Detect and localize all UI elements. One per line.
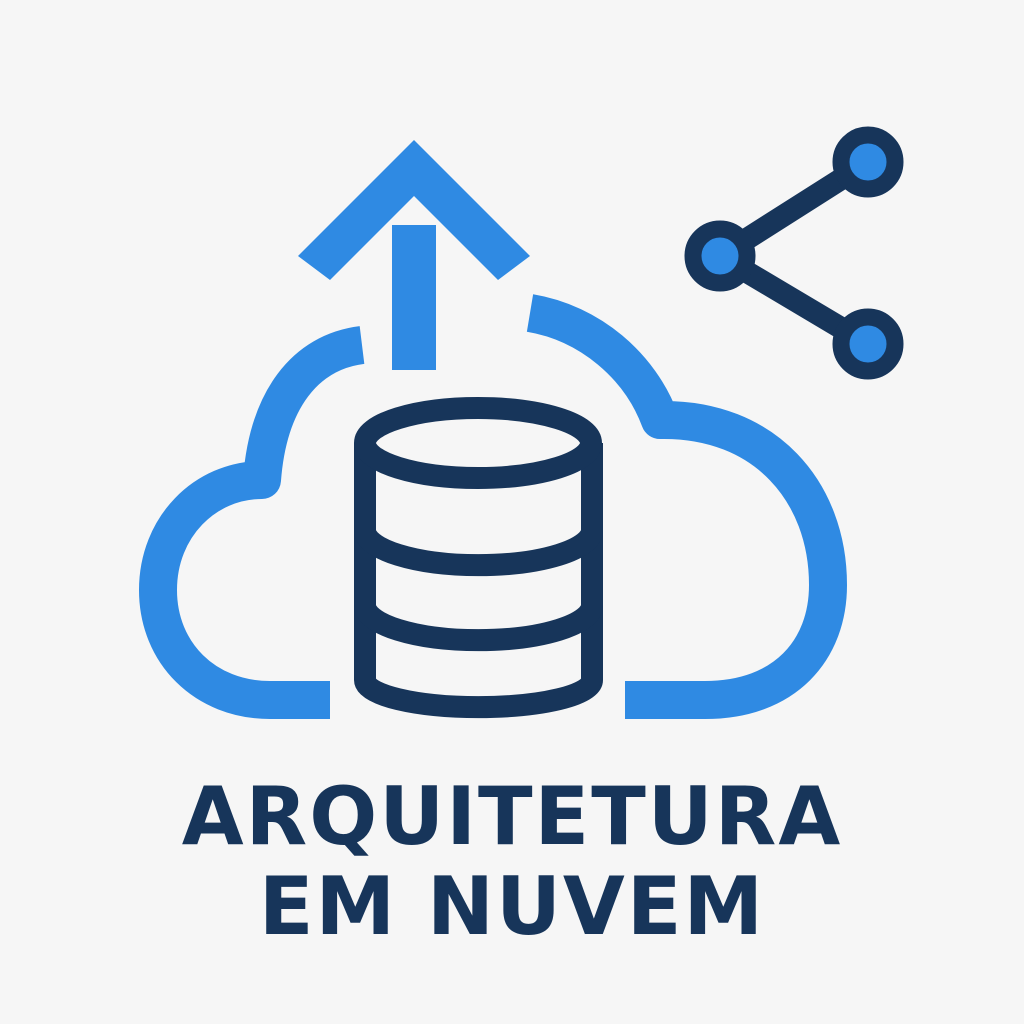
cloud-icon bbox=[139, 294, 847, 719]
share-icon bbox=[684, 126, 904, 380]
logo-caption: ARQUITETURA EM NUVEM bbox=[0, 772, 1024, 952]
database-icon bbox=[354, 397, 603, 719]
logo-illustration bbox=[139, 126, 904, 719]
upload-arrow-icon bbox=[298, 140, 530, 370]
caption-line-2: EM NUVEM bbox=[258, 860, 766, 953]
caption-line-1: ARQUITETURA bbox=[181, 770, 843, 863]
